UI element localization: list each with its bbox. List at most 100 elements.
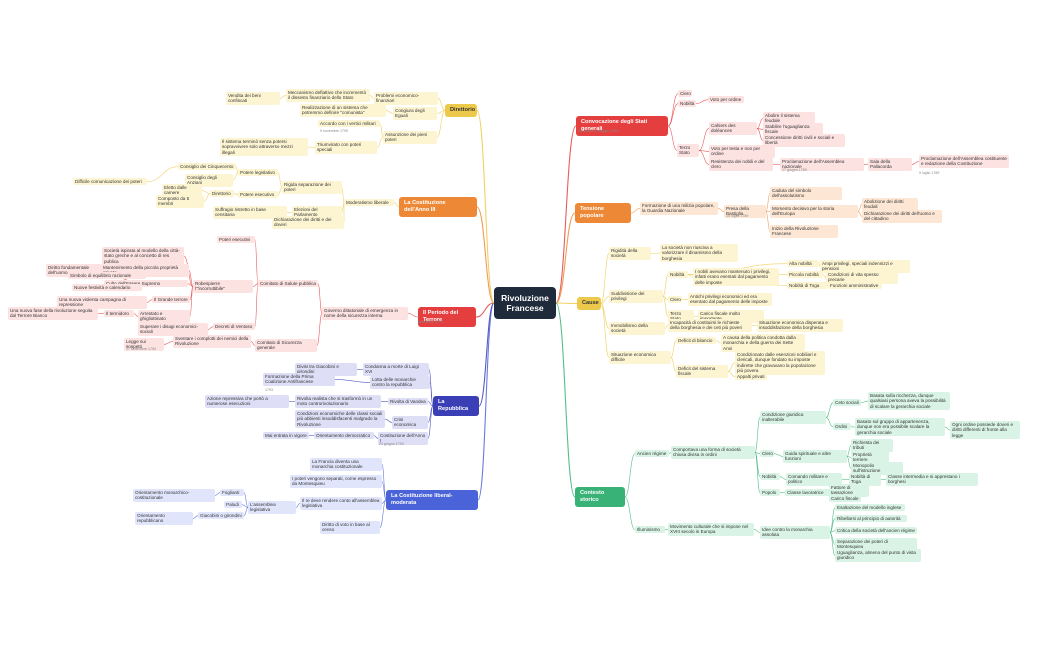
topic-n5[interactable]: La Costituzione liberal-moderata — [386, 490, 478, 510]
topic-n3d2[interactable]: Deficit del sistema fiscale — [676, 365, 728, 378]
topic-n3b2a[interactable]: Antichi privilegi economici ed era esent… — [688, 293, 772, 306]
topic-n9c2a[interactable]: Il sistema terminò senza potersi sopravv… — [220, 138, 308, 157]
topic-n4a2b1[interactable]: Basato sul gruppo di appartenenza, dunqu… — [855, 418, 945, 437]
topic-n7a1b[interactable]: Robespierre l'"incorruttibile" — [193, 280, 253, 293]
topic-n1c3[interactable]: Resistenza dei nobili e del clero — [709, 158, 773, 171]
topic-n4a1[interactable]: Comportava una forma di società chiusa d… — [671, 446, 755, 459]
topic-n9a[interactable]: Problemi economico-finanziari — [374, 92, 438, 105]
topic-n4a3[interactable]: Clero — [760, 450, 774, 458]
root-topic[interactable]: Rivoluzione Francese — [494, 287, 556, 319]
topic-n2b2b[interactable]: Dichiarazione dei diritti dell'uomo e de… — [862, 210, 942, 223]
topic-n4b2e[interactable]: Uguaglianza, almeno del punto di vista g… — [835, 549, 921, 562]
topic-n8a1[interactable]: Rigida separazione dei poteri — [282, 181, 342, 194]
topic-n8a3[interactable]: Dichiarazione dei diritti e dei doveri — [272, 216, 344, 229]
topic-n7a1c1[interactable]: Superare i disagi economici-sociali — [138, 323, 208, 336]
topic-n8a2a[interactable]: Suffragio ristretto in base censitaria — [213, 206, 287, 219]
topic-n5e[interactable]: Diritto di voto in base al censo — [320, 521, 380, 534]
topic-n1b[interactable]: Nobiltà — [678, 100, 696, 108]
topic-n3b1d[interactable]: Nobiltà di Toga — [787, 282, 827, 290]
topic-n3b1c1[interactable]: Condizioni di vita spesso precarie — [826, 271, 898, 284]
topic-n8[interactable]: La Costituzione dell'Anno III — [399, 197, 477, 217]
topic-n5d3[interactable]: Giacobini o girondini — [198, 512, 244, 520]
topic-n4b2d[interactable]: Separazione dei poteri di Montesquieu — [835, 538, 917, 551]
topic-n7a1b5a[interactable]: Il termidoro — [104, 310, 134, 318]
topic-n6b[interactable]: Lotta delle monarchie contro la repubbli… — [370, 376, 430, 389]
topic-n4a4a[interactable]: Comando militare e politico — [786, 473, 842, 486]
topic-n2a[interactable]: Formazione di una milizia popolare, la G… — [640, 202, 718, 215]
topic-n3c[interactable]: Immobilismo della società — [609, 322, 665, 335]
topic-n3c1[interactable]: Incapacità di costituirsi le richieste d… — [668, 319, 752, 332]
topic-n4a5[interactable]: Popolo — [760, 489, 780, 497]
topic-n2b1[interactable]: Caduta del simbolo dell'assolutismo — [770, 187, 842, 200]
topic-n4a2a1[interactable]: Basata sulla ricchezza, dunque qualsiasi… — [868, 392, 950, 411]
topic-n7a1[interactable]: Comitato di Salute pubblica — [258, 280, 318, 288]
topic-n4a2b2[interactable]: Ogni ordine possiede doveri e diritti di… — [950, 421, 1020, 440]
topic-n1c2[interactable]: Voto per testa e non per ordine — [709, 145, 775, 158]
topic-n9b1[interactable]: Realizzazione di un sistema che potremmo… — [300, 104, 386, 117]
topic-n6c[interactable]: Rivolta di Vandea — [388, 398, 428, 406]
topic-n8a1b1[interactable]: Direttorio — [210, 190, 234, 198]
topic-n2b3[interactable]: Inizio della Rivoluzione Francese — [770, 225, 838, 238]
topic-n3d1[interactable]: Deficit di bilancio — [676, 337, 716, 345]
topic-n4a3a[interactable]: Guida spirituale e altre funzioni — [783, 450, 847, 463]
topic-n2[interactable]: Tensione popolare — [575, 203, 631, 223]
topic-n5d[interactable]: L'assemblea legislativa — [248, 501, 296, 514]
topic-n3a1[interactable]: La società non riusciva a valorizzare il… — [660, 244, 738, 263]
topic-n4b2[interactable]: Idee contro la monarchia assoluta — [760, 526, 830, 539]
topic-n6d[interactable]: Crisi economica — [392, 416, 428, 429]
topic-n1ab[interactable]: Voto per ordine — [708, 96, 744, 104]
topic-n4b2a[interactable]: Esaltazione del modello inglese — [835, 504, 905, 512]
topic-n3[interactable]: Cause — [577, 297, 601, 310]
topic-n3d1a[interactable]: A causa della politica condotta dalla mo… — [721, 334, 805, 353]
topic-n5b[interactable]: I poteri vengono separati, come espresso… — [290, 475, 382, 488]
topic-n1c[interactable]: Terzo Stato — [677, 144, 699, 157]
topic-n1c1b[interactable]: Stabilire l'uguaglianza fiscale — [763, 123, 823, 136]
topic-n5d1a[interactable]: Orientamento monarchico-costituzionale — [133, 489, 215, 502]
topic-n4b2b[interactable]: Ribellarsi al principio di autorità — [835, 515, 907, 523]
topic-n7a1b1[interactable]: Società ispirata al modello della città-… — [102, 247, 184, 266]
topic-n6a1[interactable]: Divisi tra Giacobini e girondini — [295, 363, 357, 376]
topic-n6e1a[interactable]: Mai entrata in vigore — [263, 432, 309, 440]
topic-n5d1[interactable]: Foglianti — [220, 489, 244, 497]
topic-n8a1a2[interactable]: Consiglio degli Anziani — [185, 174, 233, 187]
topic-n7a1b4[interactable]: Il Grande terrore — [152, 296, 190, 304]
topic-n4a4[interactable]: Nobiltà — [760, 473, 780, 481]
topic-n4a3a1[interactable]: Richiesta dei tributi — [851, 439, 893, 452]
topic-n9c1[interactable]: Accordo con i vertici militari — [318, 120, 380, 128]
topic-n7a1b3a[interactable]: Simbolo di equilibrio razionale — [68, 272, 146, 280]
topic-n4a2b[interactable]: Ordini — [833, 423, 851, 431]
topic-n9b[interactable]: Congiura degli Eguali — [393, 107, 437, 120]
topic-n4a[interactable]: Ancien régime — [635, 450, 669, 458]
topic-n4a3a2[interactable]: Proprietà terriere — [851, 451, 889, 464]
topic-n8a1x[interactable]: Difficile comunicazione dei poteri — [73, 178, 147, 186]
topic-n7a[interactable]: Governo dittatoriale di emergenza in nom… — [322, 307, 408, 320]
topic-n4a4b[interactable]: Nobiltà di Toga — [849, 473, 881, 486]
topic-n3c2[interactable]: Situazione economica disperata e insoddi… — [757, 319, 843, 332]
topic-n4a5a1[interactable]: Fattore di tassazione — [829, 484, 869, 497]
topic-n9a1a[interactable]: Vendita dei beni confiscati — [226, 92, 280, 105]
topic-n4[interactable]: Contesto storico — [575, 487, 625, 507]
topic-n6c1a[interactable]: Azione repressiva che portò a numerose e… — [205, 395, 289, 408]
topic-n9c2[interactable]: Triumvirato con poteri speciali — [315, 141, 377, 154]
topic-n4a2[interactable]: Condizione giuridica inalterabile — [760, 411, 826, 424]
topic-n1a[interactable]: Clero — [678, 90, 692, 98]
topic-n4b2c[interactable]: Critica della società dell'ancien régime — [835, 527, 917, 535]
topic-n8a[interactable]: Moderatismo liberale — [344, 199, 394, 207]
topic-n9a1[interactable]: Meccanismo deflattivo che incrementò il … — [286, 89, 370, 102]
topic-n3b[interactable]: Suddivisione dei privilegi — [609, 290, 663, 303]
topic-n1c3b[interactable]: Sala della Pallacorda — [868, 158, 912, 171]
topic-n1c1a[interactable]: Abolire il sistema feudale — [763, 112, 815, 125]
topic-n7a1b4a[interactable]: Una nuova violenta campagna di repressio… — [57, 296, 147, 309]
topic-n7a1c[interactable]: Decreti di Ventoso — [213, 323, 255, 331]
topic-n3d[interactable]: Situazione economica difficile — [609, 351, 671, 364]
topic-n4a4c[interactable]: Classe intermedia e si apprestano i borg… — [886, 473, 978, 486]
topic-n5c[interactable]: Il re deve rendere conto all'assemblea l… — [300, 497, 382, 510]
topic-n8a1b1a[interactable]: Eletto dalle camere — [162, 184, 202, 197]
topic-n3a[interactable]: Rigidità della società — [609, 247, 651, 260]
topic-n7a2b[interactable]: Legge sui sospetti — [124, 338, 164, 351]
topic-n4b1[interactable]: Movimento culturale che si impone nel XV… — [668, 523, 754, 536]
topic-n7a1b3b[interactable]: Nuove festività e calendario — [72, 284, 142, 292]
topic-n6e[interactable]: Costituzione dell'Anno I — [378, 432, 428, 445]
topic-n8a1a[interactable]: Potere legislativo — [238, 169, 278, 177]
topic-n1c1[interactable]: Cahiers des doléances — [709, 122, 757, 135]
